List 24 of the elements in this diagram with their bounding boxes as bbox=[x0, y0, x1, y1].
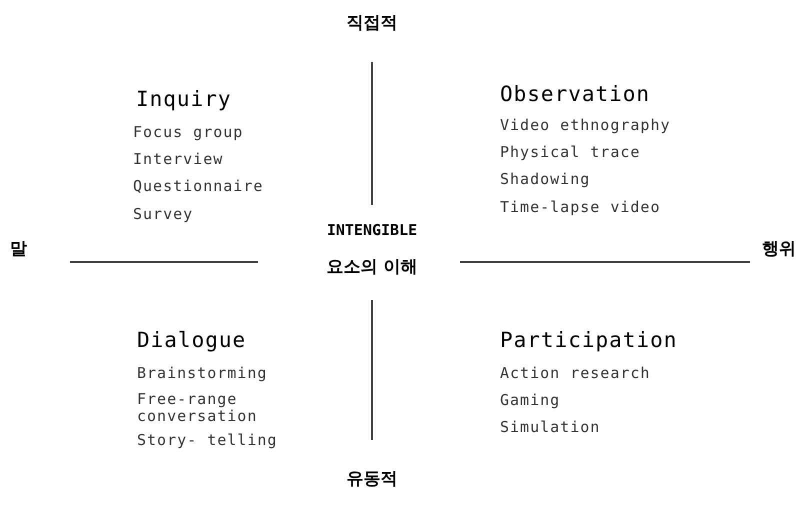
method-item: Brainstorming bbox=[137, 365, 268, 382]
method-item: Simulation bbox=[500, 419, 600, 436]
method-item: Survey bbox=[133, 206, 194, 223]
axis-label: 유동적 bbox=[346, 468, 398, 490]
axis-label: 말 bbox=[10, 238, 27, 260]
method-item: Focus group bbox=[133, 124, 244, 141]
axis-label: 직접적 bbox=[346, 12, 398, 34]
quadrant-heading: Participation bbox=[500, 327, 678, 353]
method-item: Free-range conversation bbox=[137, 391, 258, 425]
method-item: Action research bbox=[500, 365, 650, 382]
method-item: Questionnaire bbox=[133, 178, 264, 195]
method-item: Gaming bbox=[500, 392, 560, 409]
quadrant-heading: Observation bbox=[500, 81, 650, 107]
method-item: Physical trace bbox=[500, 144, 640, 161]
method-item: Interview bbox=[133, 151, 224, 168]
axis-label: 행위 bbox=[762, 238, 796, 260]
method-item: Time-lapse video bbox=[500, 199, 660, 216]
axis-label: 요소의 이해 bbox=[326, 256, 418, 278]
quadrant-heading: Inquiry bbox=[136, 86, 232, 112]
method-item: Story- telling bbox=[137, 432, 278, 449]
method-item: Video ethnography bbox=[500, 117, 671, 134]
method-item: Shadowing bbox=[500, 171, 590, 188]
quadrant-heading: Dialogue bbox=[137, 327, 246, 353]
center-label: INTENGIBLE bbox=[326, 220, 418, 240]
